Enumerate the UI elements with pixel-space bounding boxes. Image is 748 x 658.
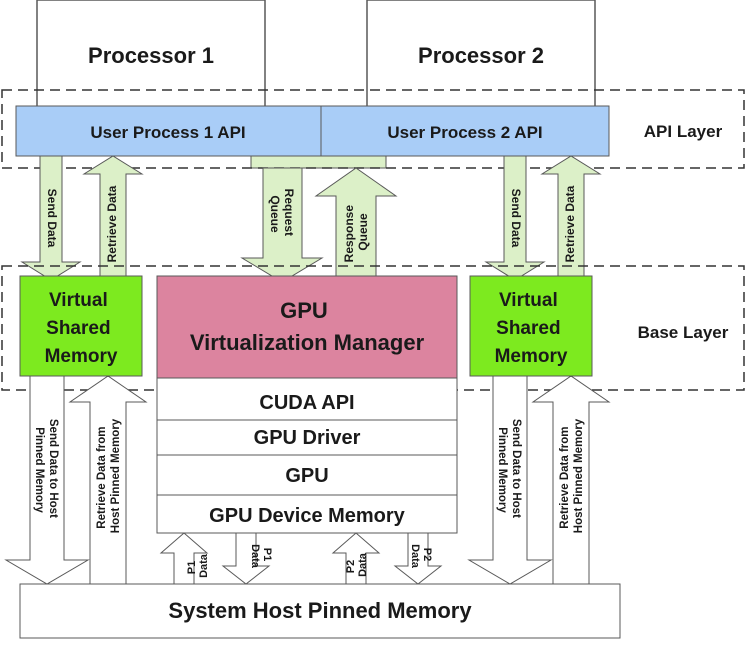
label-p2-down: P2 Data (409, 544, 433, 569)
label-retrieve-data-left: Retrieve Data (105, 185, 119, 262)
label-retrieve-from-host-left: Retrieve Data from Host Pinned Memory (96, 418, 122, 533)
label-p2-down-l1: P2 (421, 548, 433, 561)
label-p2-down-l2: Data (409, 544, 421, 569)
processor-1-label: Processor 1 (88, 43, 214, 68)
arrow-p2-down (393, 532, 443, 585)
vsm-right-l1: Virtual (499, 290, 558, 311)
label-send-data-right: Send Data (509, 189, 523, 248)
vsm-left-label: Virtual Shared Memory (45, 290, 118, 367)
stack-cuda-box (156, 377, 458, 421)
stack-driver-label: GPU Driver (254, 427, 361, 449)
api-user-process-1-label: User Process 1 API (90, 123, 245, 142)
arrow-send-to-host-right (467, 375, 553, 585)
api-layer-boundary (1, 89, 745, 169)
arrow-retrieve-from-host-left (68, 375, 148, 585)
api-user-process-2-label: User Process 2 API (387, 123, 542, 142)
label-send-to-host-left-l2: Pinned Memory (33, 427, 45, 513)
label-retrieve-from-host-right-l2: Host Pinned Memory (573, 418, 585, 533)
processor-2-box (366, 0, 596, 111)
arrow-response-queue (314, 167, 398, 285)
arrow-retrieve-from-host-right (531, 375, 611, 585)
label-retrieve-from-host-right-l1: Retrieve Data from (559, 426, 571, 528)
arrow-send-data-right (484, 155, 546, 281)
arrow-p1-down (221, 532, 271, 585)
arrow-retrieve-data-right (540, 155, 602, 277)
label-p1-down-l1: P1 (261, 548, 273, 561)
arrow-retrieve-data-left (82, 155, 144, 277)
gvm-l2: Virtualization Manager (190, 330, 425, 355)
gvm-box (156, 275, 458, 379)
label-p2-up-l2: Data (357, 552, 369, 577)
stack-devmem-box (156, 494, 458, 534)
label-send-to-host-right-l2: Pinned Memory (496, 427, 508, 513)
api-user-process-1-box (15, 105, 322, 157)
arrow-p1-up (159, 532, 209, 585)
host-memory-label: System Host Pinned Memory (168, 598, 472, 623)
base-layer-label: Base Layer (638, 323, 729, 342)
stack-gpu-box (156, 454, 458, 496)
label-p1-up-l1: P1 (186, 561, 198, 574)
arrows-top (20, 155, 602, 285)
label-request-queue-l1: Request (282, 189, 296, 236)
stack-driver-box (156, 419, 458, 456)
label-p1-up-l2: Data (198, 553, 210, 578)
arrow-send-data-left (20, 155, 82, 281)
vsm-left-box (19, 275, 143, 377)
label-response-queue-l1: Response (342, 205, 356, 263)
api-shared-tab (250, 155, 387, 169)
label-send-to-host-right: Send Data to Host Pinned Memory (496, 419, 522, 521)
label-p2-up: P2 Data (345, 552, 369, 577)
label-send-data-left: Send Data (45, 189, 59, 248)
label-request-queue-l2: Queue (268, 195, 282, 233)
processor-1-box (36, 0, 266, 111)
label-request-queue: Request Queue (268, 189, 296, 240)
label-p1-down-l2: Data (249, 544, 261, 569)
processor-2-label: Processor 2 (418, 43, 544, 68)
label-p1-up: P1 Data (186, 553, 210, 578)
label-p2-up-l1: P2 (345, 560, 357, 573)
api-user-process-2-box (320, 105, 610, 157)
label-send-to-host-right-l1: Send Data to Host (510, 419, 522, 518)
vsm-right-l3: Memory (495, 346, 568, 367)
label-retrieve-from-host-right: Retrieve Data from Host Pinned Memory (559, 418, 585, 533)
arrows-bottom (4, 375, 611, 585)
label-retrieve-from-host-left-l1: Retrieve Data from (96, 426, 108, 528)
gvm-label: GPU Virtualization Manager (190, 298, 425, 355)
vsm-left-l2: Shared (46, 318, 110, 339)
stack-devmem-label: GPU Device Memory (209, 505, 406, 527)
label-retrieve-data-right: Retrieve Data (563, 185, 577, 262)
label-send-to-host-left-l1: Send Data to Host (47, 419, 59, 518)
arrow-send-to-host-left (4, 375, 90, 585)
label-response-queue: Response Queue (342, 202, 370, 263)
vsm-right-l2: Shared (496, 318, 560, 339)
label-p1-down: P1 Data (249, 544, 273, 569)
vsm-left-l1: Virtual (49, 290, 108, 311)
api-layer-label: API Layer (644, 122, 723, 141)
host-memory-box (19, 583, 621, 639)
vsm-right-label: Virtual Shared Memory (495, 290, 568, 367)
vsm-left-l3: Memory (45, 346, 118, 367)
arrow-request-queue (240, 167, 324, 283)
label-send-to-host-left: Send Data to Host Pinned Memory (33, 419, 59, 521)
arrow-p2-up (331, 532, 381, 585)
stack-gpu-label: GPU (285, 465, 328, 487)
stack-cuda-label: CUDA API (259, 392, 354, 414)
gvm-l1: GPU (280, 298, 328, 323)
vsm-right-box (469, 275, 593, 377)
label-response-queue-l2: Queue (356, 213, 370, 251)
label-retrieve-from-host-left-l2: Host Pinned Memory (110, 418, 122, 533)
